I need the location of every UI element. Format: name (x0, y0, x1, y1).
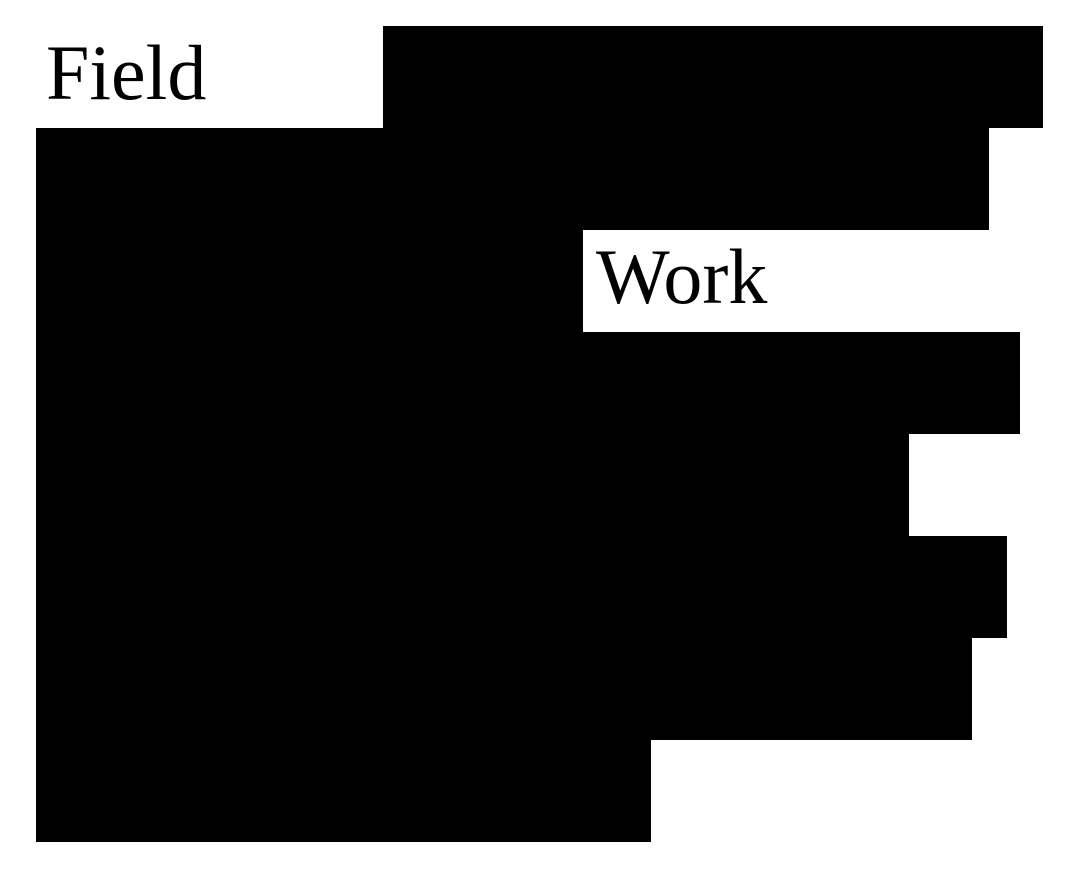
redaction-bar (36, 740, 651, 842)
redaction-bar (36, 434, 909, 536)
redaction-bar (36, 230, 583, 332)
redaction-bar (36, 332, 1020, 434)
redaction-bar (383, 26, 1043, 128)
redaction-bar (36, 536, 1007, 638)
word-field: Field (46, 29, 207, 116)
redaction-bar (36, 638, 972, 740)
redaction-bar (36, 128, 989, 230)
word-work: Work (596, 233, 768, 320)
